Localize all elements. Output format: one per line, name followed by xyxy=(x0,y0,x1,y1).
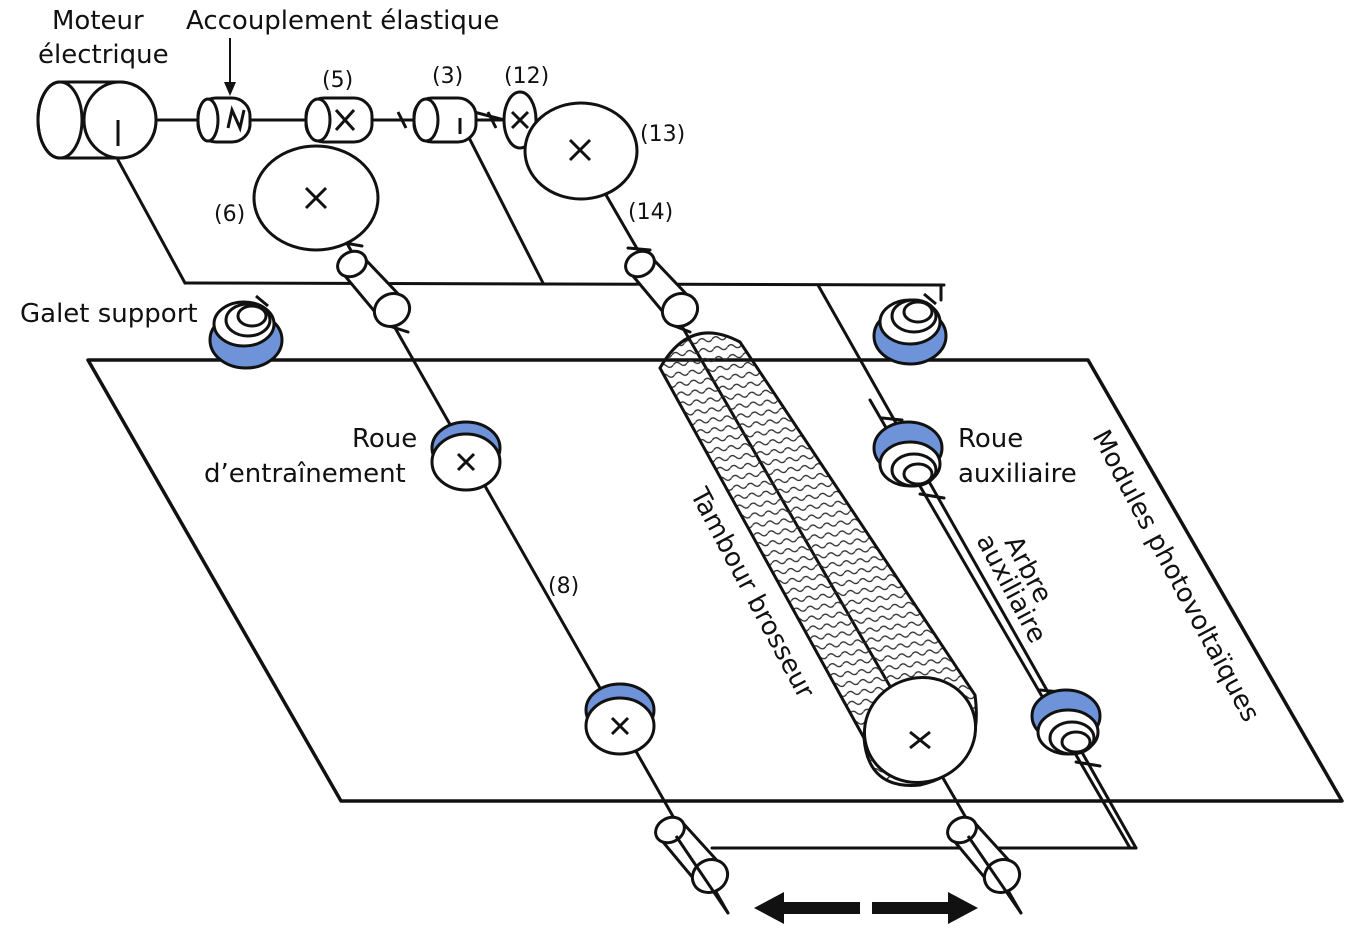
bearing-drive-top xyxy=(336,249,412,328)
small-tick-12 xyxy=(486,111,498,129)
coupling-arrow-head xyxy=(224,82,236,96)
drive-wheel-bottom xyxy=(584,682,656,756)
label-accouplement: Accouplement élastique xyxy=(186,6,499,36)
component-5-icon xyxy=(304,96,374,144)
shaft-tick-c xyxy=(626,246,652,252)
label-n6: (6) xyxy=(214,202,245,227)
auxiliary-wheel-top xyxy=(872,420,944,488)
label-n3: (3) xyxy=(432,64,463,89)
label-n12: (12) xyxy=(504,64,549,89)
label-n5: (5) xyxy=(322,68,353,93)
label-roue-entrainement-1: Roue xyxy=(352,424,417,454)
shaft-3-down xyxy=(458,118,545,285)
gear-6-icon xyxy=(252,144,380,252)
label-n13: (13) xyxy=(640,122,685,147)
label-n14: (14) xyxy=(628,200,673,225)
electric-motor-icon xyxy=(36,80,158,160)
label-n8: (8) xyxy=(548,574,579,599)
label-roue-auxiliaire-1: Roue xyxy=(958,424,1023,454)
label-modules: Modules photovoltaïques xyxy=(1086,425,1265,727)
label-roue-entrainement-2: d’entraînement xyxy=(204,459,406,489)
bearing-brush-bottom xyxy=(946,815,1022,894)
bearing-brush-top xyxy=(624,249,700,328)
support-roller-right xyxy=(872,292,948,366)
auxiliary-wheel-bottom xyxy=(1030,688,1102,756)
label-galet-support: Galet support xyxy=(20,299,198,329)
aux-tick-b xyxy=(918,492,946,500)
shaft-through-bottom-b xyxy=(966,835,1023,914)
move-right-arrow-icon xyxy=(872,892,978,924)
label-electrique: électrique xyxy=(38,40,169,70)
elastic-coupling-icon xyxy=(196,96,252,144)
aux-tick-a xyxy=(880,416,904,422)
move-left-arrow-icon xyxy=(754,892,860,924)
frame-bar-top xyxy=(183,281,946,287)
gear-13-icon xyxy=(523,101,639,201)
drive-wheel-top xyxy=(430,420,502,492)
aux-tick-d xyxy=(1074,760,1102,768)
component-3-icon xyxy=(412,96,478,144)
support-roller-left xyxy=(208,294,284,370)
motor-frame-diagonal xyxy=(116,158,187,285)
pv-module-plane xyxy=(86,358,1344,803)
brush-drum xyxy=(658,331,978,787)
small-tick-3 xyxy=(396,111,408,129)
bearing-drive-bottom xyxy=(654,815,730,894)
frame-right-diagonal xyxy=(816,283,1138,850)
label-moteur: Moteur xyxy=(52,6,144,36)
label-roue-auxiliaire-2: auxiliaire xyxy=(958,459,1077,489)
shaft-through-bottom-a xyxy=(674,835,730,914)
